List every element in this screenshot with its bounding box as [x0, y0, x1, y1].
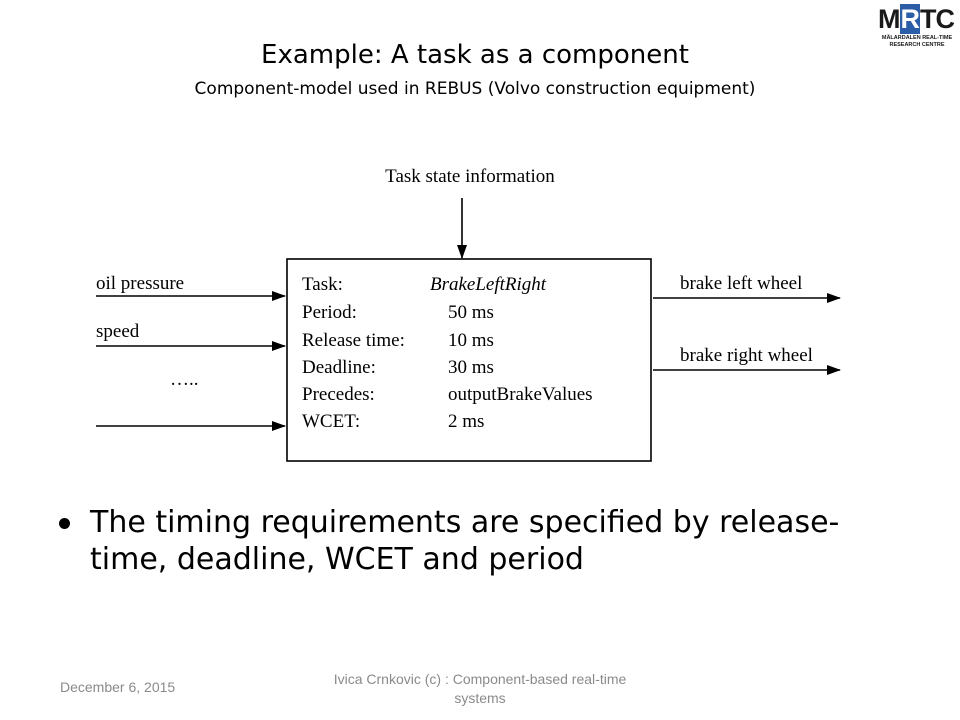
input-label-oil-pressure: oil pressure: [96, 273, 184, 294]
logo-letters-tc: TC: [920, 4, 955, 34]
mrtc-logo: MRTC MÄLARDALEN REAL-TIME RESEARCH CENTR…: [868, 4, 960, 56]
top-input-label: Task state information: [385, 166, 555, 187]
slide-title: Example: A task as a component: [261, 40, 689, 70]
task-field-label-task: Task:: [302, 274, 343, 295]
task-box: [286, 258, 652, 462]
task-field-value-task: BrakeLeftRight: [430, 274, 547, 295]
task-field-value-release-time: 10 ms: [448, 330, 494, 351]
task-field-label-period: Period:: [302, 302, 357, 323]
logo-letter-r: R: [899, 4, 920, 34]
footer-date: December 6, 2015: [60, 679, 176, 695]
logo-letter-m: M: [878, 4, 900, 34]
task-field-label-precedes: Precedes:: [302, 384, 375, 405]
output-label-brake-right: brake right wheel: [680, 345, 813, 366]
task-field-value-precedes: outputBrakeValues: [448, 384, 593, 405]
bullet-text: The timing requirements are specified by…: [90, 505, 840, 577]
output-label-brake-left: brake left wheel: [680, 273, 802, 294]
input-label-ellipsis: …..: [170, 369, 199, 390]
slide-subtitle: Component-model used in REBUS (Volvo con…: [194, 79, 756, 99]
task-field-value-deadline: 30 ms: [448, 357, 494, 378]
logo-subtitle: MÄLARDALEN REAL-TIME RESEARCH CENTRE: [881, 35, 953, 48]
task-field-label-deadline: Deadline:: [302, 357, 376, 378]
bullet-dot: [59, 518, 70, 529]
task-field-label-release-time: Release time:: [302, 330, 405, 351]
task-field-label-wcet: WCET:: [302, 411, 360, 432]
task-field-value-period: 50 ms: [448, 302, 494, 323]
task-field-value-wcet: 2 ms: [448, 411, 484, 432]
logo-wordmark: MRTC: [878, 4, 955, 34]
input-label-speed: speed: [96, 321, 140, 342]
footer-credit: Ivica Crnkovic (c) : Component-based rea…: [333, 671, 627, 706]
